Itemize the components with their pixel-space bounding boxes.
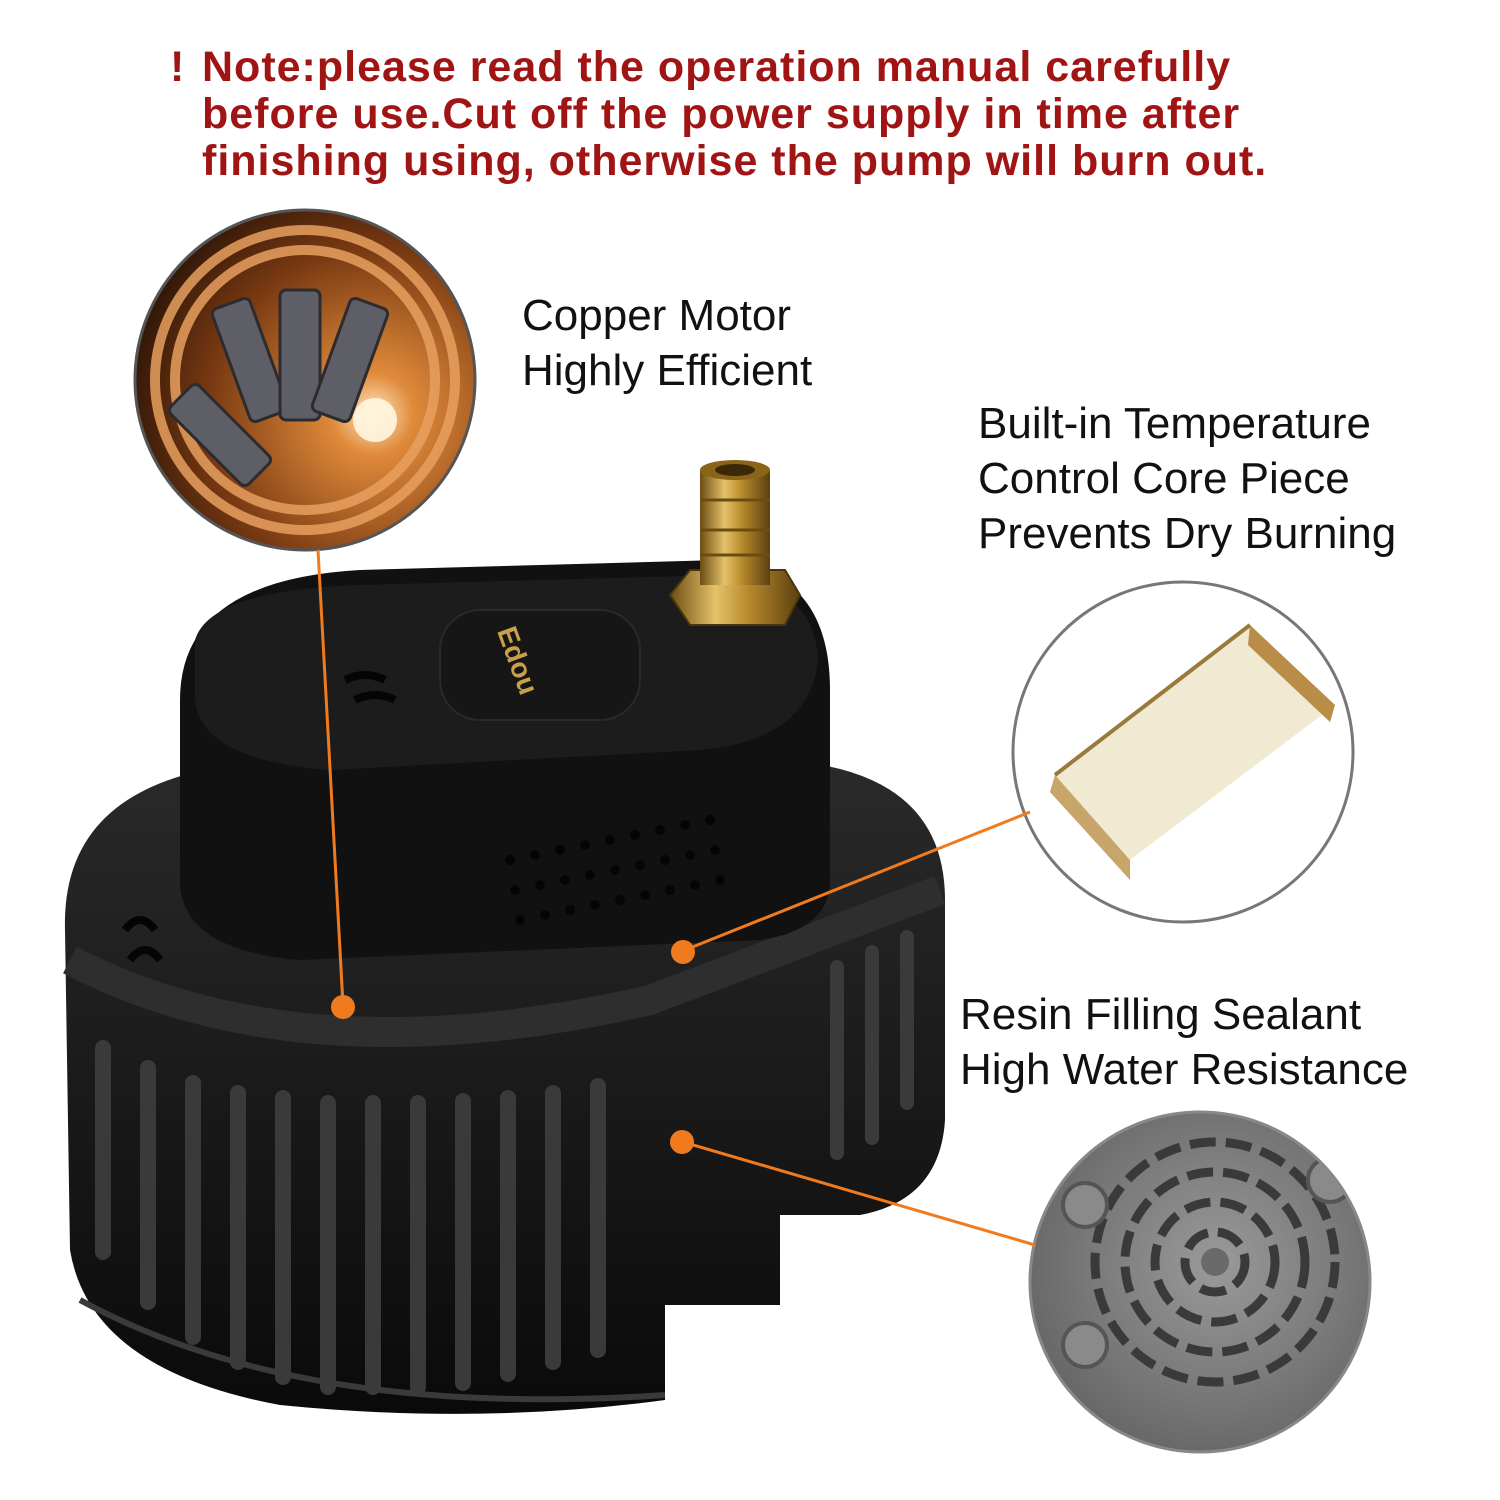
- temperature-line-1: Built-in Temperature: [978, 399, 1371, 448]
- vent-grille: [505, 815, 725, 925]
- resin-label: Resin Filling Sealant High Water Resista…: [960, 987, 1408, 1097]
- warning-line-1: Note:please read the operation manual ca…: [202, 43, 1232, 91]
- brass-fitting: [668, 460, 802, 626]
- callout-temperature: [671, 810, 1031, 964]
- exclamation-icon: !: [170, 43, 186, 91]
- temperature-line-3: Prevents Dry Burning: [978, 509, 1397, 558]
- temperature-label: Built-in Temperature Control Core Piece …: [978, 396, 1396, 561]
- callout-resin: [670, 1130, 1036, 1247]
- warning-line-2: before use.Cut off the power supply in t…: [202, 90, 1241, 138]
- callout-copper-motor: [316, 549, 355, 1019]
- temperature-chip-inset: [1011, 580, 1355, 924]
- copper-motor-label: Copper Motor Highly Efficient: [522, 288, 812, 398]
- copper-motor-subtitle: Highly Efficient: [522, 346, 813, 395]
- resin-line-2: High Water Resistance: [960, 1045, 1409, 1094]
- copper-motor-inset: [133, 208, 477, 552]
- resin-grate-inset: [1028, 1110, 1372, 1454]
- resin-line-1: Resin Filling Sealant: [960, 990, 1362, 1039]
- copper-motor-title: Copper Motor: [522, 291, 792, 340]
- temperature-line-2: Control Core Piece: [978, 454, 1350, 503]
- pump-body: Edou: [63, 460, 946, 1414]
- warning-line-3: finishing using, otherwise the pump will…: [202, 137, 1268, 185]
- cage-slots: [95, 930, 914, 1395]
